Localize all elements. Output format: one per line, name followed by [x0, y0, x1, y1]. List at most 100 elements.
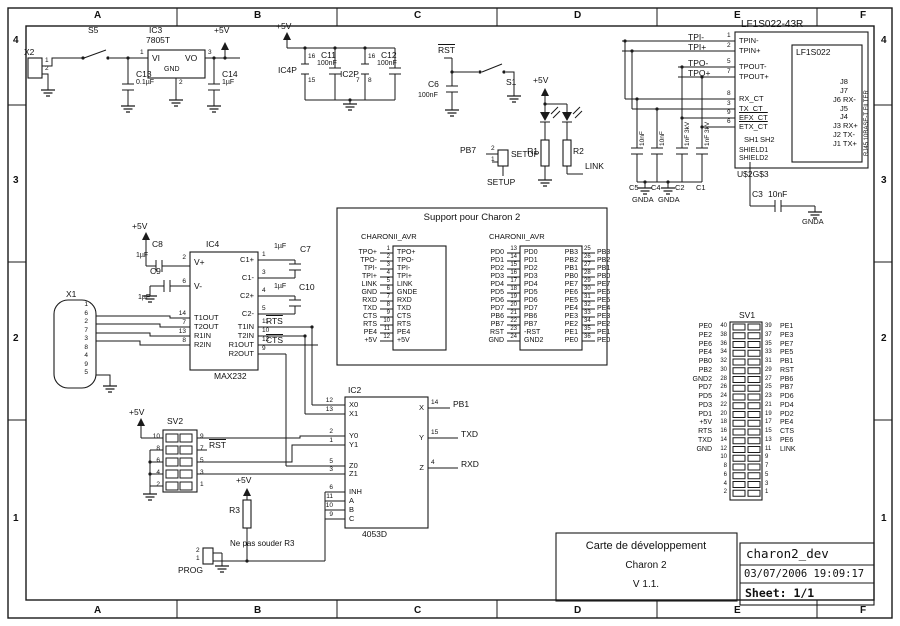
resistor-r2[interactable] — [562, 139, 572, 167]
generated-details — [41, 39, 822, 573]
sv1-pins-pd5: PD5 — [698, 393, 712, 400]
schematic-label: T2OUT — [194, 322, 219, 331]
frame-row-4-left: 4 — [13, 35, 19, 46]
ic4-max232[interactable] — [189, 251, 259, 371]
charon-module1-pins-rxd: RXD — [397, 297, 412, 304]
sv1-pad — [747, 358, 761, 366]
sv2-pins-6: 6 — [156, 457, 160, 464]
c3-label: C3 — [752, 189, 763, 199]
sv1-pad — [732, 358, 746, 366]
charon-module2-pins-pd1: PD1 — [490, 257, 504, 264]
schematic-label: 5 — [84, 369, 88, 376]
vcc-arrow-icon — [137, 418, 145, 426]
schematic-label: GND — [164, 66, 180, 73]
rj45-inner[interactable] — [791, 44, 863, 163]
charon-module2-pins-pd2: PD2 — [524, 265, 538, 272]
schematic-label: 2 — [182, 254, 186, 261]
sv1-pad — [732, 332, 746, 340]
sv1-pad — [747, 428, 761, 436]
frame-col-a-bottom: A — [94, 605, 102, 616]
schematic-label: SHIELD1 — [739, 147, 769, 154]
charon-module2-pins-36: 36 — [584, 334, 591, 340]
vcc-arrow-icon — [283, 32, 291, 40]
schematic-label: Z0 — [349, 461, 358, 470]
sv1-pins-28: 28 — [720, 375, 727, 382]
schematic-label: 12 — [262, 336, 270, 343]
charon-module2-pins-30: 30 — [584, 286, 591, 292]
net-cts: CTS — [266, 335, 283, 345]
connector-sv2[interactable] — [162, 429, 198, 493]
c10-label: C10 — [299, 282, 315, 292]
connector-x2[interactable] — [27, 57, 43, 79]
c2-value: 1nF 3kV — [684, 121, 691, 146]
schematic-label: 12 — [325, 397, 333, 404]
schematic-label: 11 — [262, 318, 269, 325]
title-project: Carte de développement — [585, 540, 707, 552]
junction-dot — [543, 102, 547, 106]
c7-label: C7 — [300, 244, 311, 254]
schematic-label: 5 — [329, 458, 333, 465]
schematic-label: 8 — [182, 337, 186, 344]
sv1-pad — [747, 402, 761, 410]
sv1-pad — [747, 481, 761, 488]
sv1-pad — [732, 402, 746, 410]
sv2-pad — [179, 433, 193, 443]
sv1-pad — [732, 419, 746, 427]
vcc-arrow-icon — [221, 42, 229, 50]
sv1-pins-39: 39 — [765, 323, 772, 329]
frame-row-3-right: 3 — [881, 175, 887, 186]
frame-ticks — [8, 8, 892, 618]
frame-row-4-right: 4 — [881, 35, 887, 46]
rj45-connector[interactable] — [734, 31, 869, 169]
charon-module2-name: CHARONII_AVR — [489, 232, 545, 241]
power-5v: +5V — [276, 21, 292, 31]
charon-module2-pins-pe2: PE2 — [597, 321, 611, 328]
resistor-r3[interactable] — [242, 499, 252, 529]
charon-module2-pins-pb0: PB0 — [597, 273, 611, 280]
charon-module2-pins-pb2: PB2 — [597, 257, 611, 264]
sv1-pins-pb7: PB7 — [780, 384, 794, 392]
sv2-pad — [165, 469, 179, 479]
sv1-pins-pb0: PB0 — [698, 358, 712, 365]
junction-dot — [348, 98, 352, 102]
schematic-label: 13 — [325, 406, 333, 413]
junction-dot — [81, 56, 85, 60]
charon-module1[interactable] — [392, 245, 447, 351]
frame-row-1-left: 1 — [13, 513, 19, 524]
charon-module1-pins-8: 8 — [386, 302, 390, 308]
sv1-pins-23: 23 — [765, 393, 772, 399]
schematic-label: 3 — [329, 466, 333, 473]
connector-x2-label: X2 — [24, 47, 35, 57]
c14-value: 1µF — [222, 79, 235, 86]
c5-label: C5 — [629, 183, 639, 192]
sv2-pad — [165, 481, 179, 491]
charon-module2-pins-pb6: PB6 — [524, 313, 538, 320]
schematic-label: 1 — [491, 156, 495, 163]
power-5v: +5V — [533, 75, 549, 85]
charon-module1-pins-2: 2 — [386, 254, 390, 260]
connector-sv1[interactable] — [729, 321, 763, 501]
setup-jumper[interactable] — [497, 149, 509, 167]
schematic-label: 2 — [491, 145, 495, 152]
schematic-label: 9 — [727, 109, 731, 116]
sv1-pins-24: 24 — [720, 393, 727, 399]
schematic-label: SH2 — [760, 135, 775, 144]
sv1-pins-21: 21 — [765, 401, 772, 408]
sv1-pad — [747, 419, 761, 427]
resistor-r1[interactable] — [540, 139, 550, 167]
sv1-pad — [732, 428, 746, 436]
schematic-label: 6 — [84, 310, 88, 317]
junction-dot — [245, 559, 249, 563]
connector-x1-db9[interactable] — [53, 299, 97, 389]
sv1-pins-pe6: PE6 — [780, 436, 794, 444]
sv1-pins-pd4: PD4 — [780, 401, 794, 409]
net-tpo-plus: TPO+ — [688, 68, 711, 78]
charon-module2[interactable] — [519, 245, 583, 351]
schematic-label: J1 TX+ — [833, 139, 857, 148]
ic2-4053[interactable] — [344, 396, 429, 529]
schematic-label: TPIN- — [739, 36, 759, 45]
prog-jumper[interactable] — [202, 547, 214, 565]
frame-col-f-top: F — [860, 10, 867, 21]
ic2-label: IC2 — [348, 385, 362, 395]
sv1-pins-pb2: PB2 — [698, 366, 712, 374]
